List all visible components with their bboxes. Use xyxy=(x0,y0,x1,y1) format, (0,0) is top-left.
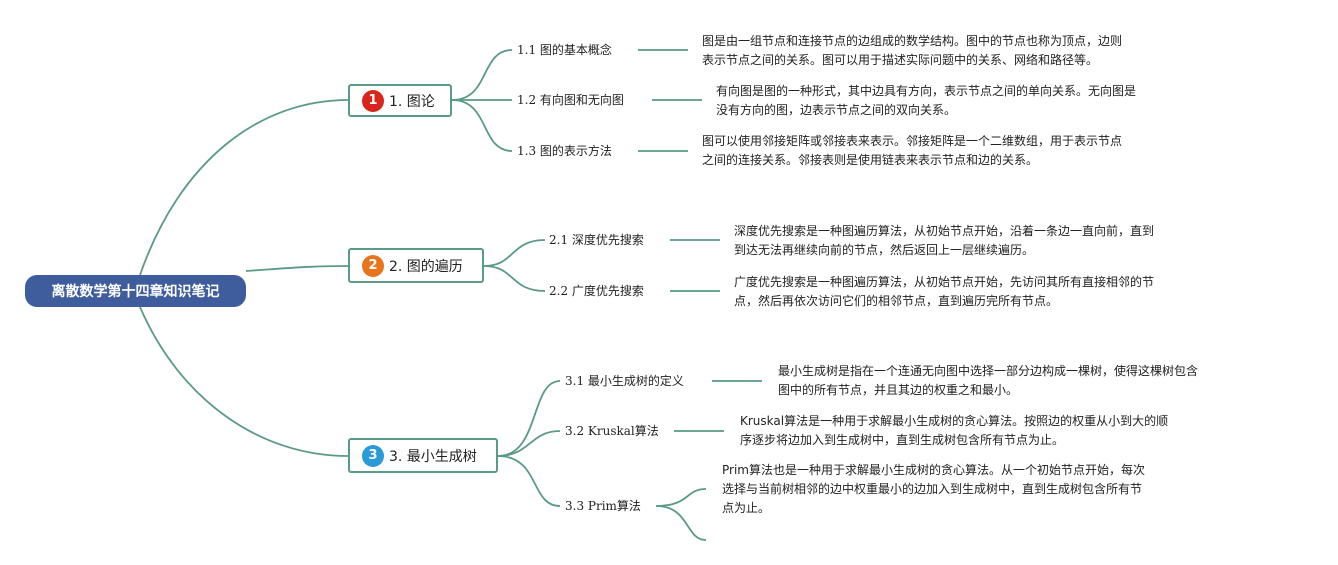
subtopic-3-1[interactable]: 3.1 最小生成树的定义 xyxy=(565,374,684,388)
root-node-label: 离散数学第十四章知识笔记 xyxy=(51,284,220,300)
topic-1-label: 1. 图论 xyxy=(389,93,435,110)
link-sub-3-3-desc xyxy=(655,488,707,541)
topic-2-node[interactable]: 2 2. 图的遍历 xyxy=(348,248,484,283)
link-topic3-sub1 xyxy=(497,380,561,457)
subtopic-1-1[interactable]: 1.1 图的基本概念 xyxy=(517,43,612,57)
subtopic-2-2[interactable]: 2.2 广度优先搜索 xyxy=(549,284,644,298)
topic-2-label: 2. 图的遍历 xyxy=(389,258,463,275)
link-topic2-sub1 xyxy=(483,239,546,267)
description-1-2[interactable]: 有向图是图的一种形式，其中边具有方向，表示节点之间的单向关系。无向图是 没有方向… xyxy=(716,84,1137,117)
subtopic-1-3[interactable]: 1.3 图的表示方法 xyxy=(517,144,612,158)
root-node[interactable]: 离散数学第十四章知识笔记 xyxy=(25,275,246,307)
link-root-topic-2 xyxy=(245,265,349,272)
link-topic1-sub3 xyxy=(451,99,513,152)
subtopic-3-2[interactable]: 3.2 Kruskal算法 xyxy=(565,424,659,438)
description-1-3[interactable]: 图可以使用邻接矩阵或邻接表来表示。邻接矩阵是一个二维数组，用于表示节点 之间的连… xyxy=(702,134,1123,167)
subtopic-3-3[interactable]: 3.3 Prim算法 xyxy=(565,499,641,513)
link-topic2-sub2 xyxy=(483,265,546,292)
link-root-topic-3 xyxy=(139,306,349,457)
number-2-icon: 2 xyxy=(362,254,384,277)
link-topic3-sub2 xyxy=(497,430,561,457)
number-1-icon: 1 xyxy=(362,89,384,112)
link-root-topic-1 xyxy=(139,99,349,276)
topic-3-node[interactable]: 3 3. 最小生成树 xyxy=(348,438,498,473)
topic-1-node[interactable]: 1 1. 图论 xyxy=(348,84,452,117)
topic-3-label: 3. 最小生成树 xyxy=(389,448,477,465)
description-1-1[interactable]: 图是由一组节点和连接节点的边组成的数学结构。图中的节点也称为顶点，边则 表示节点… xyxy=(702,34,1123,67)
description-2-2[interactable]: 广度优先搜索是一种图遍历算法，从初始节点开始，先访问其所有直接相邻的节 点，然后… xyxy=(734,275,1155,308)
description-2-1[interactable]: 深度优先搜索是一种图遍历算法，从初始节点开始，沿着一条边一直向前，直到 到达无法… xyxy=(734,224,1155,257)
description-3-2[interactable]: Kruskal算法是一种用于求解最小生成树的贪心算法。按照边的权重从小到大的顺 … xyxy=(740,414,1169,447)
subtopic-1-2[interactable]: 1.2 有向图和无向图 xyxy=(517,93,624,107)
description-3-3[interactable]: Prim算法也是一种用于求解最小生成树的贪心算法。从一个初始节点开始，每次 选择… xyxy=(722,463,1145,515)
link-topic1-sub1 xyxy=(451,49,513,101)
subtopic-2-1[interactable]: 2.1 深度优先搜索 xyxy=(549,233,644,247)
number-3-icon: 3 xyxy=(362,444,384,467)
description-3-1[interactable]: 最小生成树是指在一个连通无向图中选择一部分边构成一棵树，使得这棵树包含 图中的所… xyxy=(778,364,1199,397)
link-topic3-sub3 xyxy=(497,455,561,507)
